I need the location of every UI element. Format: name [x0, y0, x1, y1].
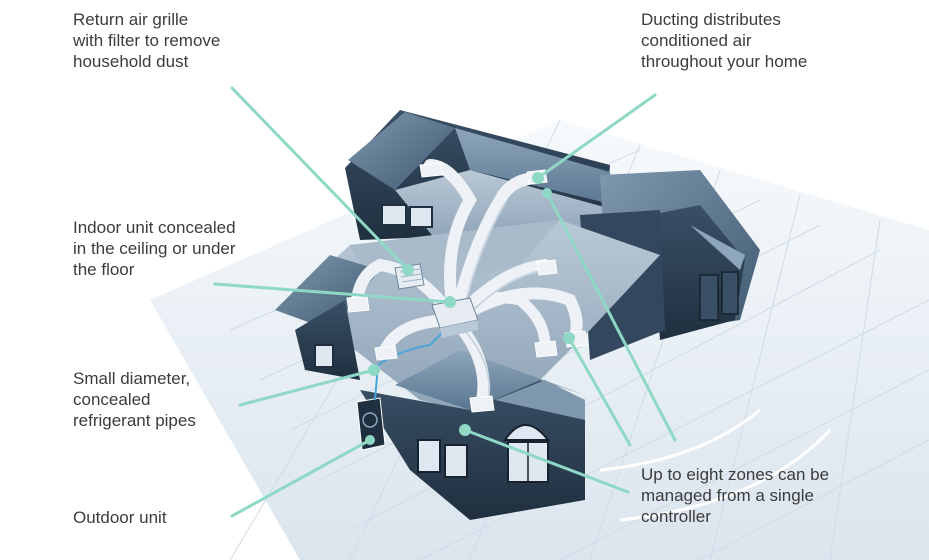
callout-line-zones-a [463, 428, 630, 494]
label-return-air-grille: Return air grille with filter to remove … [73, 10, 221, 71]
callout-line-outdoor [230, 438, 372, 518]
label-ducting: Ducting distributes conditioned air thro… [641, 10, 808, 71]
front-wing [360, 350, 585, 520]
indoor-unit [431, 297, 479, 338]
outdoor-unit [356, 397, 386, 451]
label-indoor-unit: Indoor unit concealed in the ceiling or … [73, 218, 236, 279]
refrigerant-pipe [374, 329, 446, 401]
label-zones: Up to eight zones can be managed from a … [641, 465, 830, 526]
label-outdoor-unit: Outdoor unit [73, 508, 167, 527]
back-wing [345, 110, 615, 245]
callout-line-return [230, 86, 410, 272]
callout-line-ducting-zone [545, 191, 677, 442]
callout-dots [365, 172, 575, 445]
callout-line-ducting [536, 93, 657, 180]
label-refrigerant-pipes: Small diameter, concealed refrigerant pi… [73, 369, 196, 430]
callout-line-pipes [238, 368, 376, 407]
ducting [351, 159, 583, 406]
callout-lines [213, 86, 677, 518]
callout-line-indoor [213, 282, 452, 304]
callout-line-zones-b [567, 336, 632, 447]
